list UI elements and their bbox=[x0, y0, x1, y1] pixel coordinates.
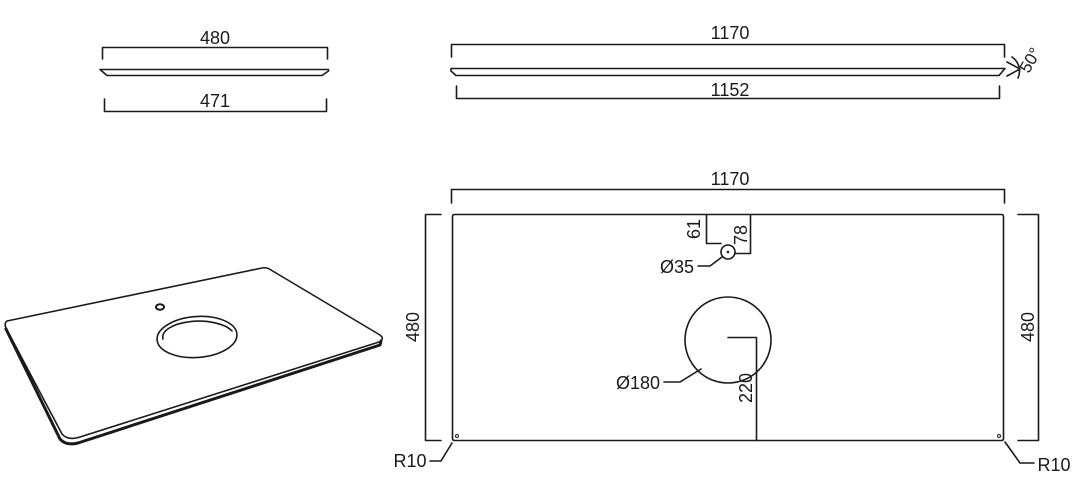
dimension-line-bottom bbox=[103, 98, 328, 113]
corner-radius-leader-right bbox=[1004, 441, 1035, 464]
width-dimension-label: 1170 bbox=[711, 169, 750, 189]
side-view-large: 1170 1152 50° bbox=[450, 23, 1045, 100]
basin-diameter-label: Ø180 bbox=[616, 373, 660, 393]
corner-radius-leader-left bbox=[429, 442, 453, 462]
left-height-dimension-label: 480 bbox=[403, 312, 423, 342]
basin-inner-edge bbox=[161, 320, 233, 340]
tap-hole-offset-line-b bbox=[734, 213, 752, 255]
tap-hole bbox=[720, 244, 736, 260]
dimension-line-bottom bbox=[455, 85, 1001, 100]
left-height-dimension-line bbox=[424, 213, 442, 442]
tap-hole-offset-label-b: 78 bbox=[731, 225, 751, 245]
angle-arc bbox=[1011, 56, 1021, 79]
corner-radius-marker-left bbox=[455, 434, 459, 438]
countertop-profile bbox=[450, 67, 1006, 77]
dimension-line-top bbox=[450, 43, 1006, 58]
dimension-label-bottom: 1152 bbox=[711, 80, 750, 100]
basin-leader bbox=[663, 368, 702, 383]
basin-offset-label: 220 bbox=[736, 373, 756, 403]
right-height-dimension-line bbox=[1017, 213, 1040, 442]
tap-hole-offset-label-a: 61 bbox=[684, 219, 704, 239]
basin-offset-line bbox=[727, 336, 758, 442]
corner-radius-label-left: R10 bbox=[393, 451, 426, 471]
corner-radius-marker-right bbox=[997, 434, 1001, 438]
countertop-outline bbox=[451, 213, 1005, 442]
dimension-line-top bbox=[101, 46, 329, 60]
countertop-top-surface bbox=[4, 266, 384, 440]
corner-radius-label-right: R10 bbox=[1037, 455, 1070, 475]
top-view: 1170 480 480 61 78 Ø35 220 Ø180 R10 R10 bbox=[393, 169, 1070, 475]
basin-opening bbox=[156, 315, 238, 359]
countertop-profile bbox=[99, 68, 330, 77]
isometric-view bbox=[4, 266, 384, 446]
side-view-small: 480 471 bbox=[99, 28, 330, 113]
basin-hole bbox=[684, 296, 772, 384]
dimension-label-top: 1170 bbox=[711, 23, 750, 43]
dimension-label-top: 480 bbox=[200, 28, 230, 48]
right-height-dimension-label: 480 bbox=[1018, 312, 1038, 342]
tap-hole-center bbox=[726, 250, 730, 254]
width-dimension-line bbox=[450, 188, 1006, 204]
countertop-front-edge bbox=[4, 327, 383, 446]
tap-hole-offset-line-a bbox=[705, 213, 722, 245]
tap-hole bbox=[155, 303, 165, 311]
dimension-label-bottom: 471 bbox=[200, 91, 230, 111]
tap-hole-diameter-label: Ø35 bbox=[660, 257, 694, 277]
tap-hole-leader bbox=[697, 256, 723, 267]
